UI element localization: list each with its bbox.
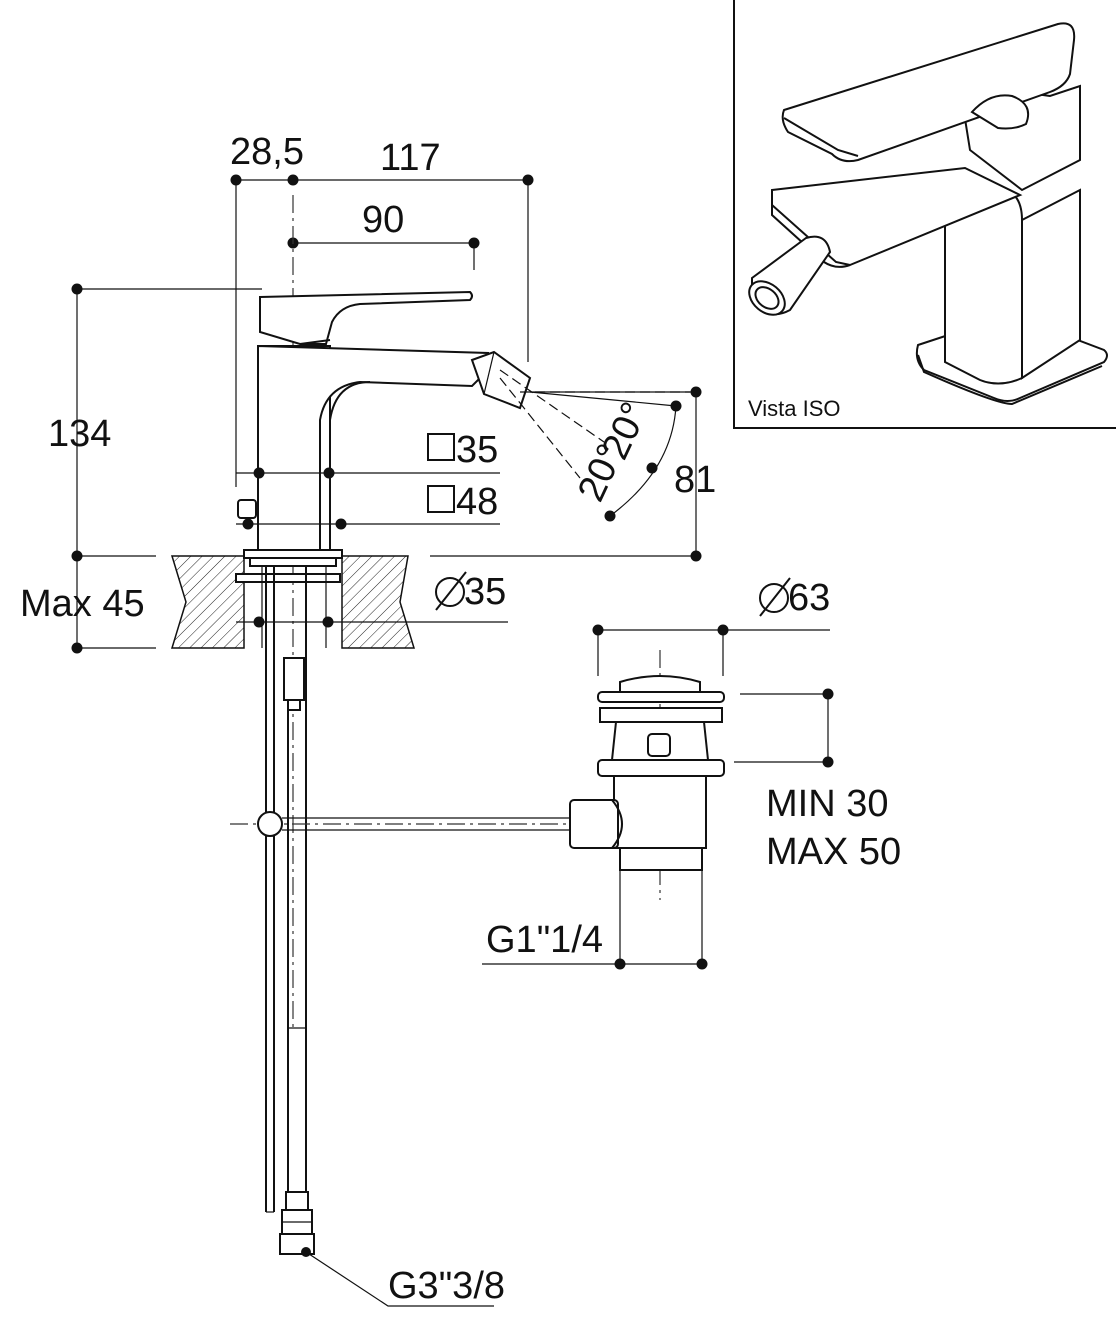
dim-spout-height: 81 — [674, 459, 716, 501]
dim-spout-reach: 90 — [362, 199, 404, 241]
height-dimension: 134 — [48, 283, 262, 562]
iso-view-panel: Vista ISO — [733, 0, 1116, 429]
dim-waste-diameter: 63 — [788, 577, 830, 619]
dim-waste-thread: G1"1/4 — [486, 919, 603, 961]
dim-square-base: 48 — [456, 481, 498, 523]
body-section-dimensions: 35 48 — [236, 429, 500, 530]
dim-max-thickness: Max 45 — [20, 583, 145, 625]
dim-waste-max: MAX 50 — [766, 831, 901, 873]
iso-view-label: Vista ISO — [748, 396, 841, 421]
dim-waste-min: MIN 30 — [766, 783, 888, 825]
dim-supply-thread: G3"3/8 — [388, 1265, 505, 1307]
dim-offset-top: 28,5 — [230, 131, 304, 173]
dim-depth-total: 117 — [380, 137, 441, 179]
diameter-symbol-icon — [435, 571, 467, 611]
countertop-section: Max 45 35 — [20, 555, 508, 654]
popup-linkage — [230, 811, 572, 837]
top-dimension-lines: 28,5 117 90 — [230, 131, 534, 487]
diameter-symbol-icon — [759, 577, 791, 617]
dim-height-total: 134 — [48, 413, 111, 455]
spray-cone: 20° 20° — [499, 369, 690, 522]
dim-hole-diameter: 35 — [464, 571, 506, 613]
supply-hoses: G3"3/8 — [265, 566, 505, 1307]
waste-drain: 63 MIN 30 MAX 50 G1"1/4 — [482, 577, 901, 970]
square-symbol-icon — [427, 433, 455, 461]
dim-square-body: 35 — [456, 429, 498, 471]
spout-height-dimension: 81 — [430, 386, 716, 562]
square-symbol-icon — [427, 485, 455, 513]
